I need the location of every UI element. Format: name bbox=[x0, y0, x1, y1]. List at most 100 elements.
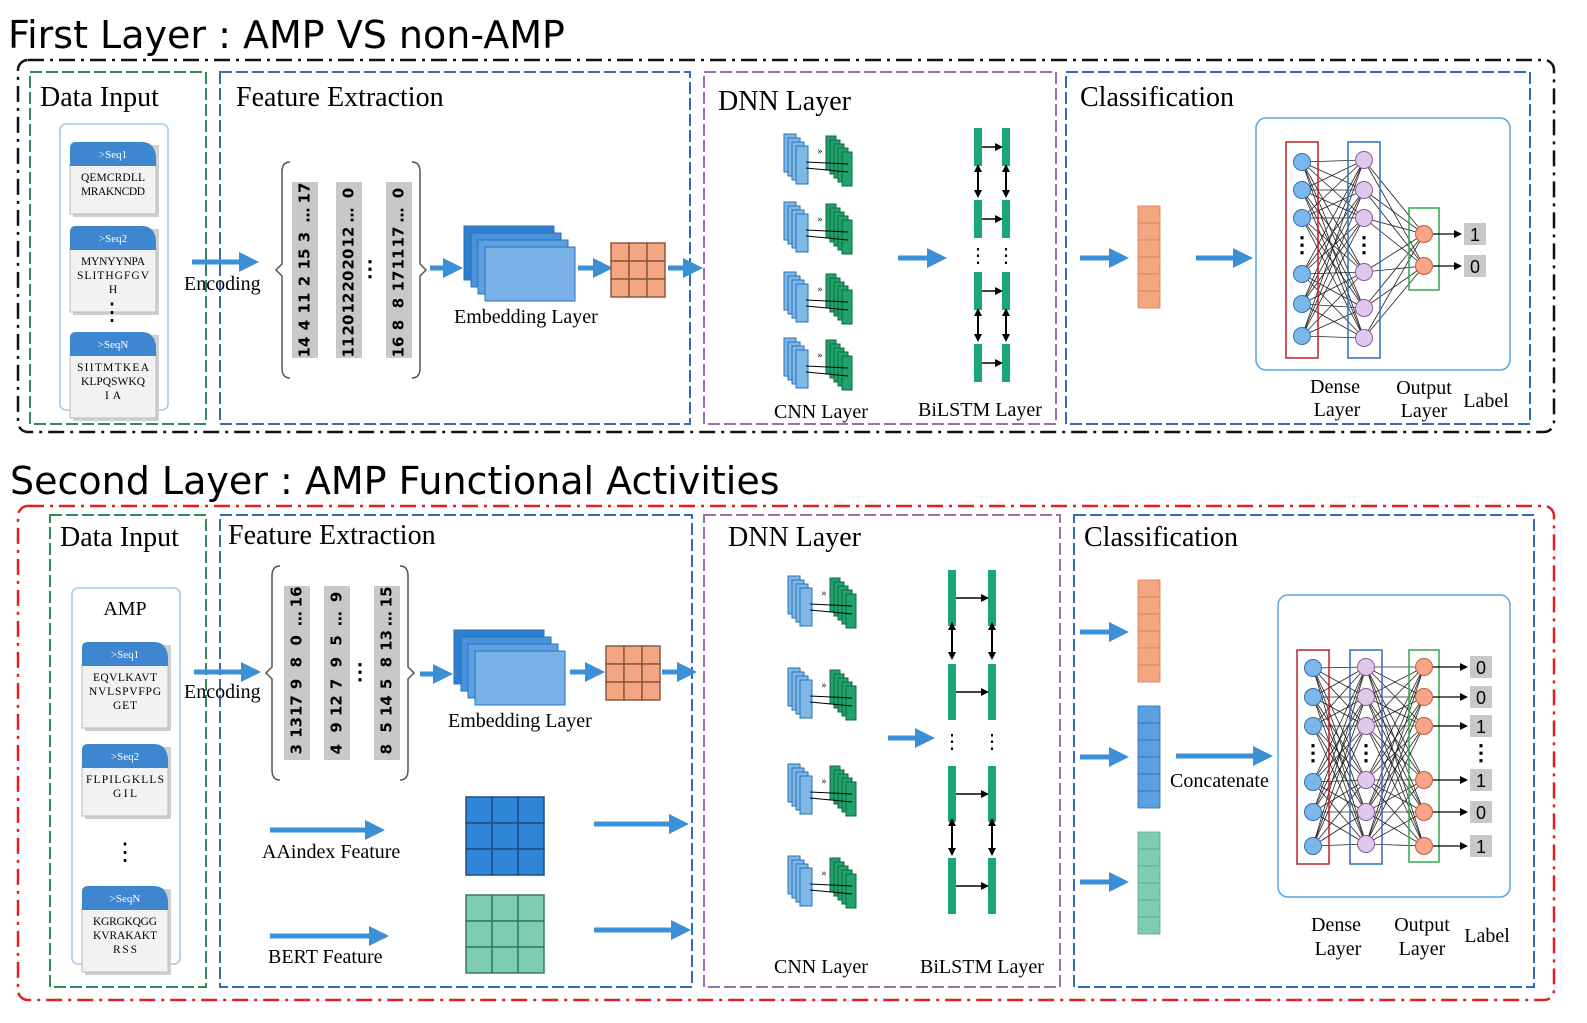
layer1-sequence-cards: >Seq1QEMCRDLLMRAKNCDD>Seq2MYNYYNPASLITHG… bbox=[69, 142, 159, 421]
feature-vector bbox=[1137, 831, 1161, 935]
cnn-connector bbox=[805, 365, 849, 369]
sequence-header: >SeqN bbox=[110, 893, 141, 905]
lstm-backward-unit bbox=[1002, 272, 1010, 310]
bilstm-cell bbox=[974, 128, 1010, 166]
matrix-value: 12 bbox=[328, 695, 346, 716]
vector-cell bbox=[1137, 630, 1161, 649]
cnn-connector bbox=[805, 371, 849, 377]
output-neuron bbox=[1415, 688, 1433, 706]
vector-cell bbox=[1137, 773, 1161, 792]
cnn-connector bbox=[809, 603, 853, 607]
nn-edge bbox=[1312, 725, 1367, 847]
nn-edge bbox=[1365, 696, 1425, 845]
matrix-value: 15 bbox=[378, 586, 396, 607]
lstm-ellipsis: ⋮ bbox=[968, 245, 988, 267]
matrix-value: 16 bbox=[288, 586, 306, 607]
sequence-header: >Seq2 bbox=[111, 751, 139, 763]
vector-cell bbox=[1137, 722, 1161, 741]
dense-neuron bbox=[1293, 265, 1311, 283]
grid-cell bbox=[605, 645, 625, 665]
grid-cell bbox=[465, 894, 493, 922]
grid-cell bbox=[605, 663, 625, 683]
bilstm-cell bbox=[974, 272, 1010, 310]
layer1-classification-box bbox=[1065, 71, 1531, 425]
nn-edge bbox=[1301, 217, 1365, 337]
layer2-data-input-box bbox=[49, 514, 207, 988]
lstm-forward-unit bbox=[974, 344, 982, 382]
vector-cell bbox=[1137, 290, 1161, 309]
grid-cell bbox=[646, 242, 666, 262]
layer2-label-title: Label bbox=[1464, 925, 1510, 947]
matrix-value: 7 bbox=[328, 679, 346, 689]
label-box bbox=[1470, 835, 1492, 857]
nn-edge bbox=[1363, 233, 1425, 273]
nn-edge bbox=[1363, 159, 1425, 235]
nn-edge bbox=[1301, 217, 1365, 273]
dense-neuron bbox=[1357, 658, 1375, 676]
sequence-text: GIL bbox=[113, 788, 137, 800]
lstm-forward-unit bbox=[974, 272, 982, 310]
lstm-backward-unit bbox=[988, 570, 996, 626]
matrix-value: 4 bbox=[296, 320, 314, 330]
layer2-bert-label: BERT Feature bbox=[268, 946, 383, 968]
cnn-connector bbox=[805, 161, 849, 165]
card-body bbox=[69, 353, 157, 419]
matrix-value: 8 bbox=[390, 320, 408, 330]
cnn-connector bbox=[805, 167, 849, 173]
matrix-value: … bbox=[378, 611, 396, 626]
layer2-aaindex-label: AAindex Feature bbox=[262, 841, 400, 863]
cnn-connector bbox=[809, 797, 853, 803]
matrix-column-bg bbox=[336, 182, 362, 358]
card-header bbox=[70, 226, 156, 250]
layer1-encoding-label: Encoding bbox=[184, 273, 261, 295]
grid-cell bbox=[605, 681, 625, 701]
embedding-sheet bbox=[484, 246, 576, 302]
vector-cell bbox=[1137, 256, 1161, 275]
grid-cell bbox=[491, 920, 519, 948]
lstm-forward-unit bbox=[974, 128, 982, 166]
output-neuron bbox=[1415, 257, 1433, 275]
card-body bbox=[69, 247, 157, 313]
layer2-bert-grid bbox=[465, 894, 545, 974]
cnn-feature-map bbox=[841, 355, 853, 391]
nn-edge bbox=[1363, 233, 1425, 309]
nn-edge bbox=[1365, 725, 1425, 813]
matrix-value: 17 bbox=[390, 271, 408, 292]
matrix-column-bg bbox=[386, 182, 412, 358]
nn-edge bbox=[1363, 189, 1425, 235]
grid-cell bbox=[641, 645, 661, 665]
nn-edge bbox=[1365, 696, 1425, 727]
sequence-text: SLITHGFGV bbox=[77, 270, 150, 282]
sequence-text: MRAKNCDD bbox=[81, 186, 145, 198]
layer2-embedding-stack bbox=[453, 629, 566, 706]
layer2-cnn-blocks: »»»» bbox=[787, 575, 857, 909]
layer2-dnn-box bbox=[703, 514, 1061, 988]
nn-edge bbox=[1363, 217, 1425, 235]
matrix-value: 12 bbox=[340, 227, 358, 248]
nn-edge bbox=[1363, 159, 1425, 267]
feature-vector bbox=[1137, 205, 1161, 309]
label-box bbox=[1464, 255, 1486, 277]
layer2-feature-extraction-box bbox=[219, 514, 693, 988]
nn-edge bbox=[1365, 811, 1425, 847]
layer2-aaindex-grid bbox=[465, 796, 545, 876]
matrix-value: 9 bbox=[328, 657, 346, 667]
layer1-dense-label-2: Layer bbox=[1314, 399, 1361, 421]
matrix-value: 0 bbox=[390, 188, 408, 198]
layer1-feature-grid bbox=[610, 242, 666, 298]
dense-neuron bbox=[1304, 837, 1322, 855]
card-header bbox=[70, 332, 156, 356]
dense-layer-box-1 bbox=[1296, 649, 1330, 865]
output-neuron bbox=[1415, 771, 1433, 789]
layer2-network-panel bbox=[1277, 594, 1511, 898]
grid-cell bbox=[491, 946, 519, 974]
cnn-input-map bbox=[799, 679, 813, 719]
nn-edge bbox=[1363, 189, 1425, 267]
nn-edge bbox=[1301, 161, 1365, 339]
layer2-title: Second Layer : AMP Functional Activities bbox=[10, 459, 780, 503]
cnn-connector bbox=[809, 701, 853, 707]
cnn-marker: » bbox=[818, 146, 823, 157]
sequence-header: >SeqN bbox=[98, 339, 129, 351]
lstm-forward-unit bbox=[948, 570, 956, 626]
